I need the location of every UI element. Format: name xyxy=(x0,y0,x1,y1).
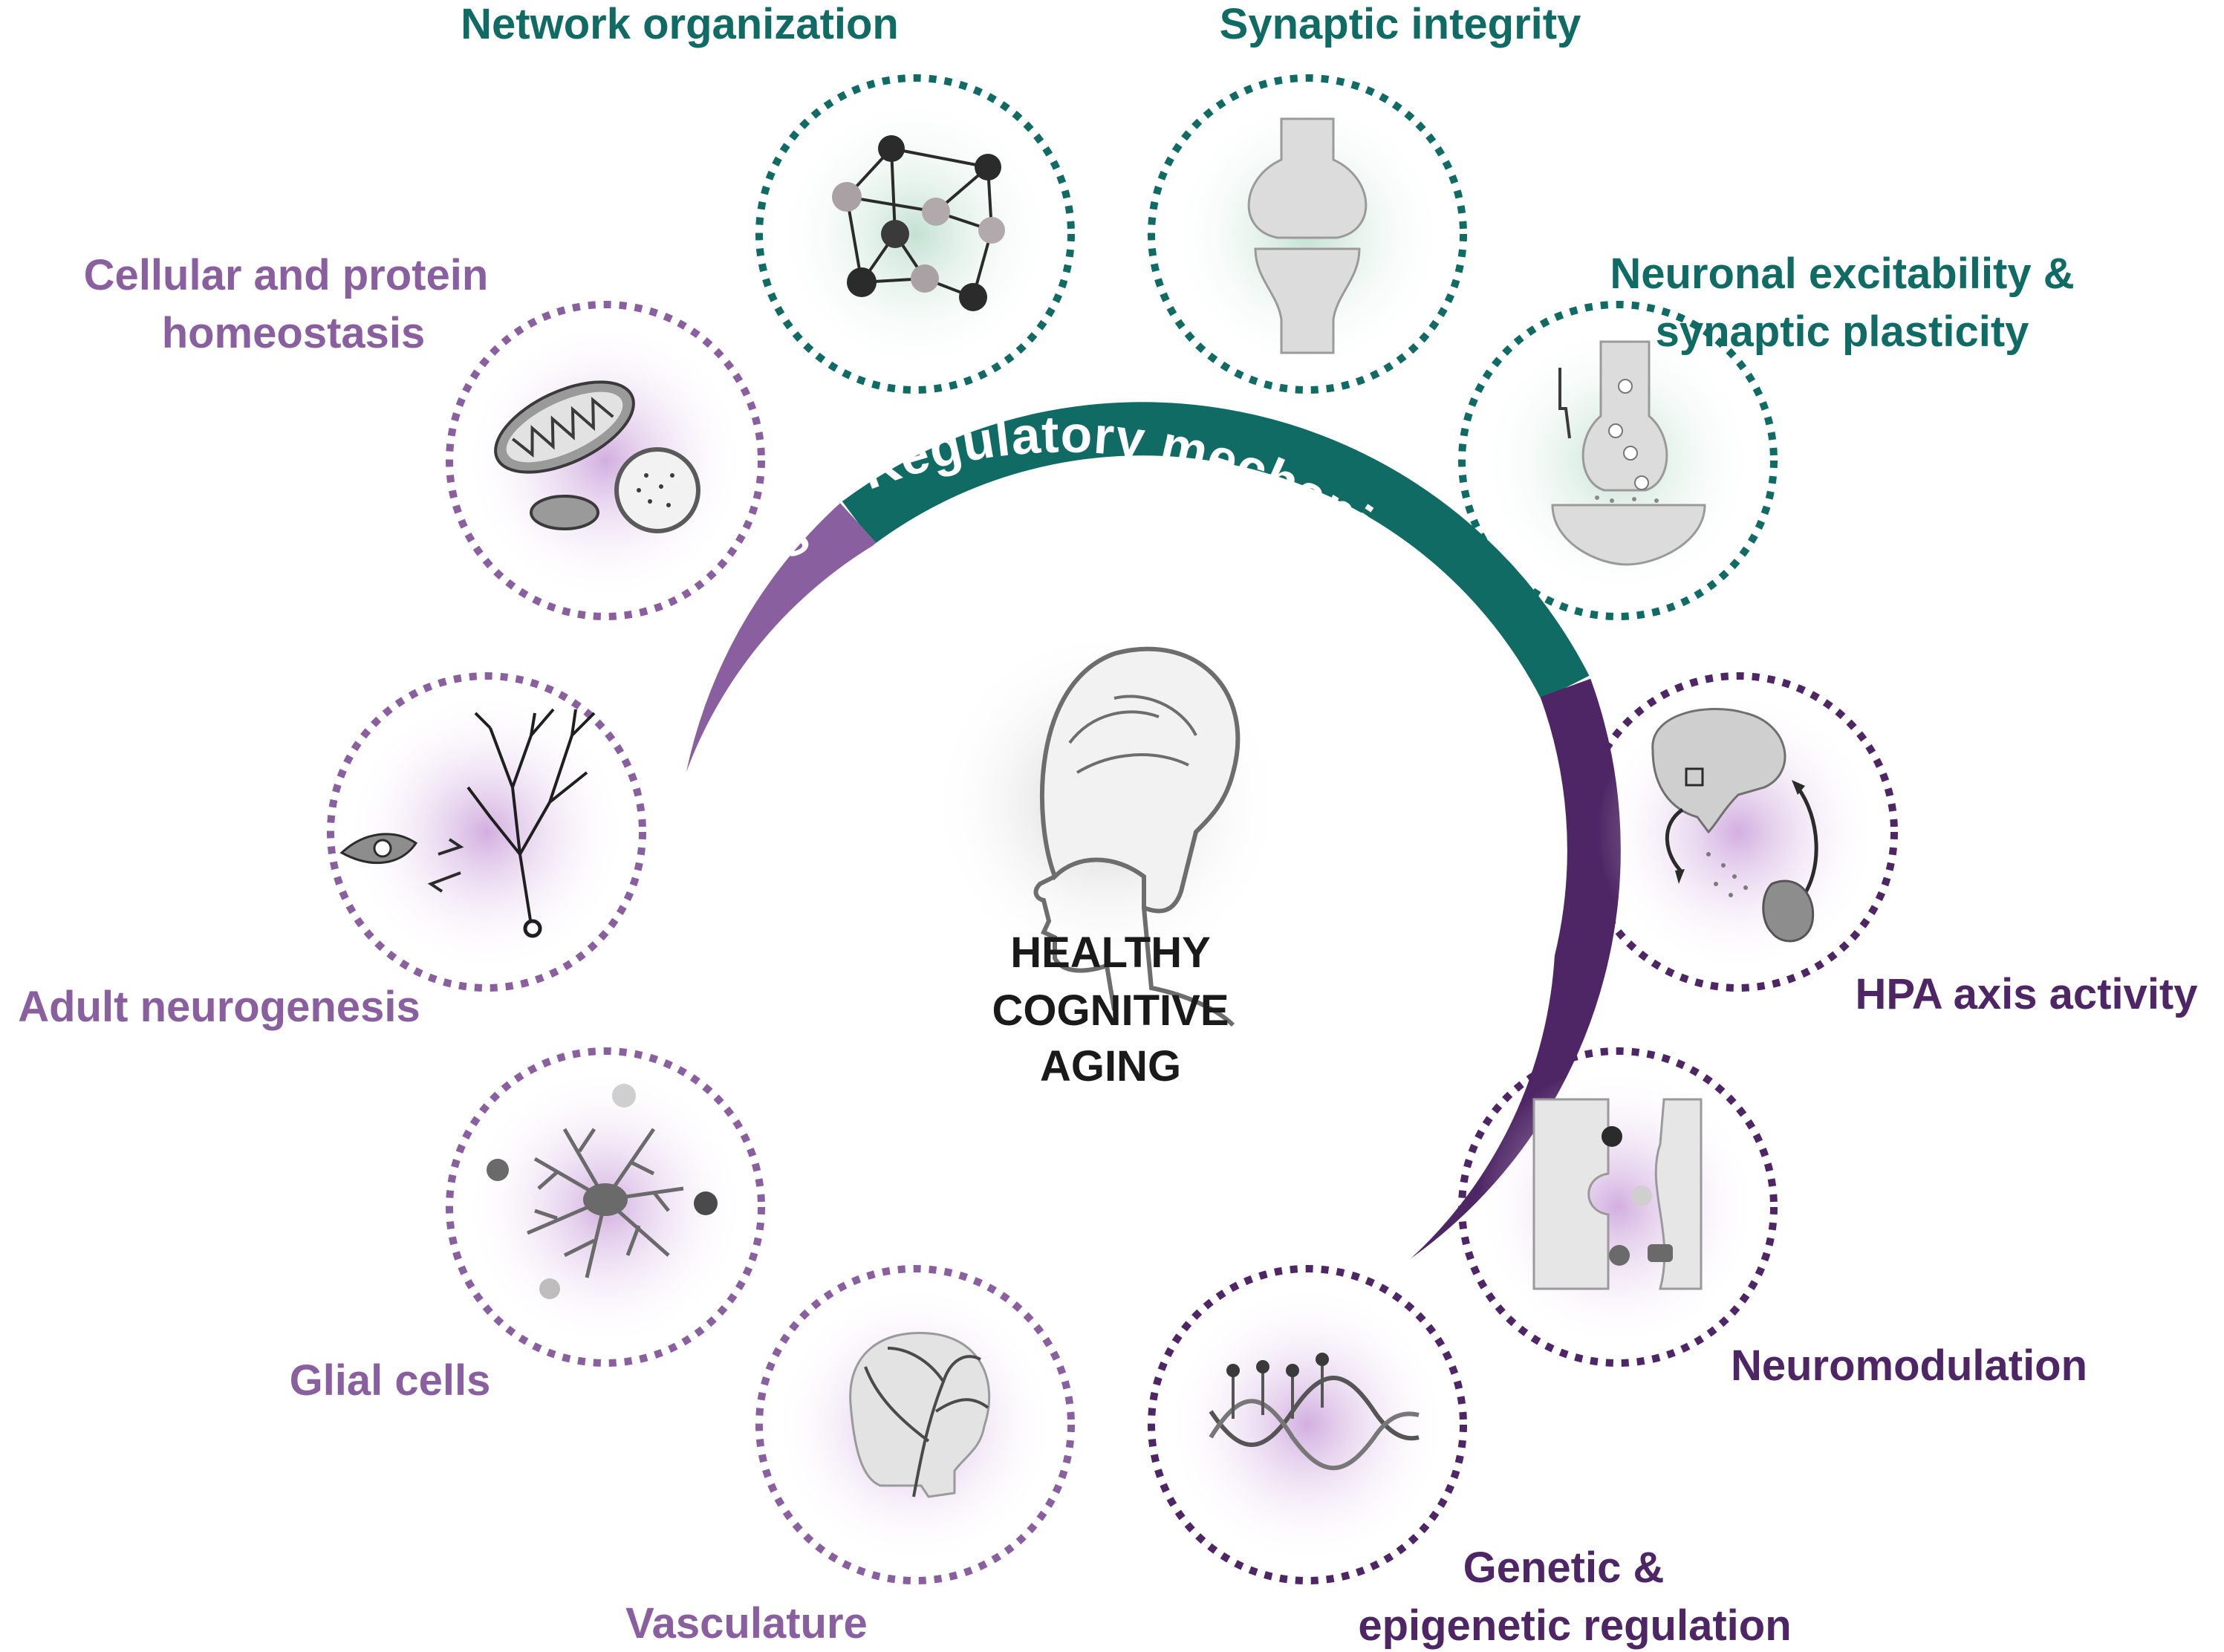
synapse-icon xyxy=(1247,117,1368,354)
node-neuromodulation: Neuromodulation xyxy=(1458,1047,2087,1390)
brain-adrenal-axis-icon xyxy=(1651,708,1818,943)
neurogenesis-icon xyxy=(339,708,596,938)
human-head-brain-icon xyxy=(1033,646,1241,1027)
node-label: HPA axis activity xyxy=(1856,970,2198,1018)
node-label: Genetic &epigenetic regulation xyxy=(1358,1544,1791,1650)
node-label: Glial cells xyxy=(290,1356,491,1405)
skull-vasculature-icon xyxy=(849,1331,991,1498)
node-hpa-axis-activity: HPA axis activity xyxy=(1578,672,2198,1018)
node-adult-neurogenesis: Adult neurogenesis xyxy=(18,672,646,1031)
node-glial-cells: Glial cells xyxy=(290,1047,765,1405)
center-core: HEALTHY COGNITIVE AGING xyxy=(929,624,1285,1090)
node-network-organization: Network organization xyxy=(461,0,1075,394)
node-label: Synaptic integrity xyxy=(1220,0,1581,48)
node-label: Vasculature xyxy=(625,1599,868,1648)
center-title-line3: AGING xyxy=(1040,1042,1181,1090)
synaptic-vesicle-release-icon xyxy=(1551,340,1706,566)
dna-methylation-icon xyxy=(1209,1353,1420,1471)
node-label: Neuromodulation xyxy=(1731,1342,2087,1390)
node-synaptic-integrity: Synaptic integrity xyxy=(1148,0,1581,394)
astrocyte-icon xyxy=(487,1084,718,1299)
node-label: Adult neurogenesis xyxy=(18,983,420,1031)
center-title-line1: HEALTHY xyxy=(1010,929,1211,977)
node-label: Neuronal excitability &synaptic plastici… xyxy=(1610,250,2074,356)
node-label: Network organization xyxy=(461,0,899,48)
center-title-line2: COGNITIVE xyxy=(992,986,1229,1035)
node-genetic-epigenetic: Genetic &epigenetic regulation xyxy=(1148,1265,1792,1650)
node-vasculature: Vasculature xyxy=(625,1265,1075,1648)
network-graph-icon xyxy=(832,135,1005,311)
ring-segment-regulatory xyxy=(842,402,1590,700)
mitochondria-lysosome-icon xyxy=(494,380,700,533)
node-neuronal-excitability: Neuronal excitability &synaptic plastici… xyxy=(1458,250,2075,620)
membrane-transport-icon xyxy=(1532,1098,1703,1290)
